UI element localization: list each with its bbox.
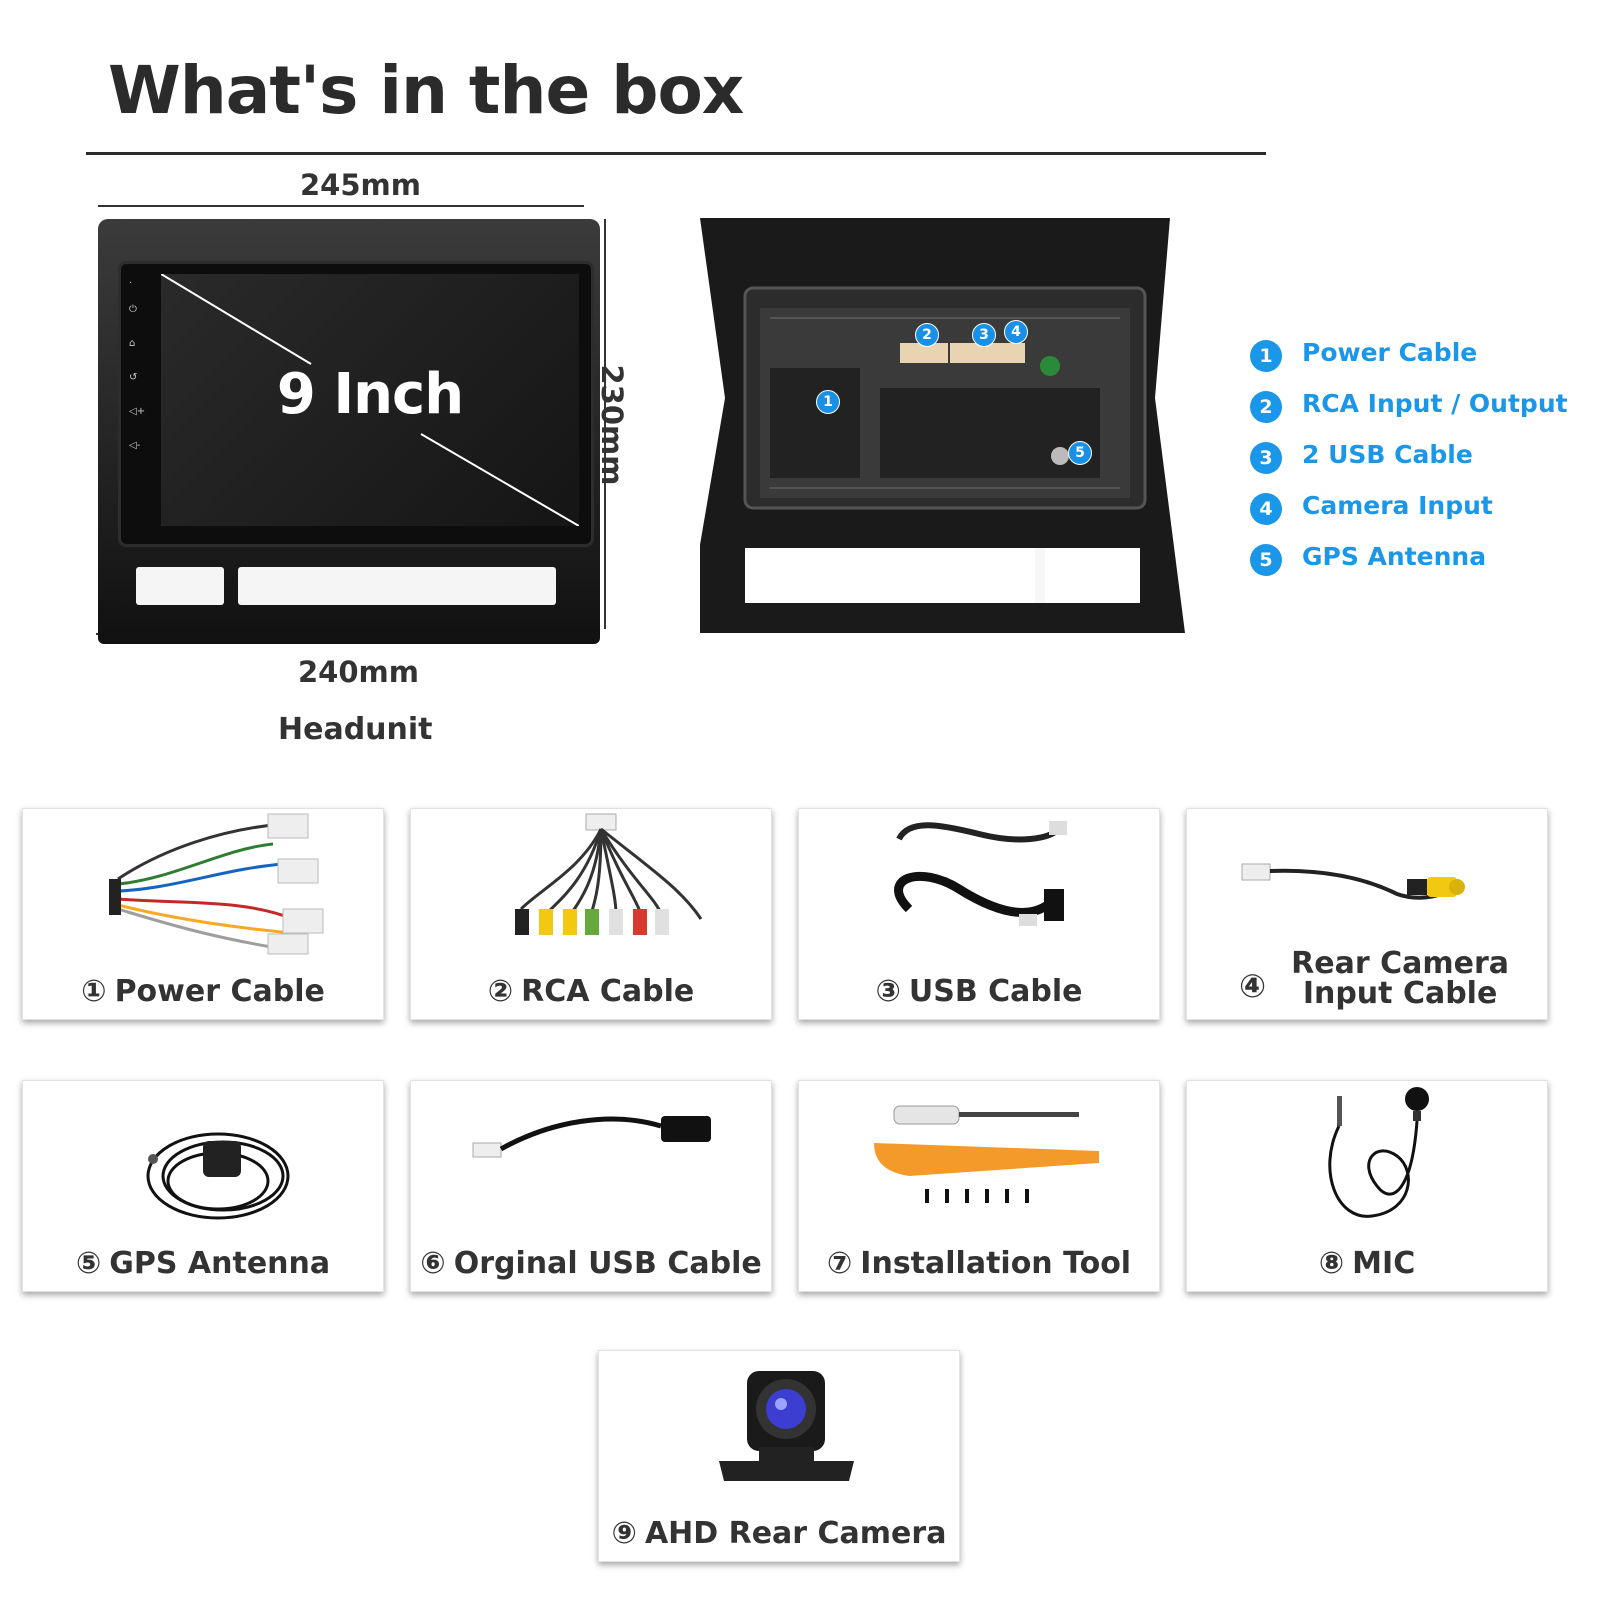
legend-item: 3 2 USB Cable: [1250, 436, 1590, 480]
item-label: AHD Rear Camera: [644, 1516, 947, 1551]
legend-number: 1: [1250, 340, 1282, 372]
item-label-line1: Rear Camera: [1291, 946, 1509, 981]
item-label: Orginal USB Cable: [453, 1246, 762, 1281]
original-usb-cable-image: [472, 1116, 711, 1158]
back-marker-4: 4: [1004, 320, 1028, 344]
volume-down-icon: ◁-: [129, 440, 141, 451]
legend-number: 5: [1250, 544, 1282, 576]
item-number: ④: [1239, 967, 1267, 1005]
item-number: ⑥: [420, 1246, 446, 1281]
headunit-front-image: · ⏻ ⌂ ↺ ◁+ ◁- 9 Inch: [98, 219, 600, 644]
back-marker-3: 3: [972, 323, 996, 347]
width-bottom-label: 240mm: [298, 655, 419, 689]
legend-number: 2: [1250, 391, 1282, 423]
home-icon: ⌂: [129, 338, 136, 349]
gps-antenna-image: [146, 1132, 290, 1220]
item-label: Rear Camera Input Cable: [1291, 949, 1509, 1009]
item-label: Installation Tool: [860, 1246, 1132, 1281]
item-number: ⑧: [1318, 1246, 1345, 1281]
item-number: ⑨: [611, 1516, 637, 1551]
item-label: Power Cable: [114, 974, 325, 1009]
item-card-rear-camera-input-cable: ④ Rear Camera Input Cable: [1186, 808, 1548, 1020]
item-number: ②: [487, 974, 514, 1009]
legend-item: 5 GPS Antenna: [1250, 538, 1590, 582]
item-number: ①: [81, 974, 107, 1009]
item-label: GPS Antenna: [109, 1246, 331, 1281]
legend-item: 1 Power Cable: [1250, 334, 1590, 378]
mic-image: [1328, 1087, 1429, 1218]
legend-number: 4: [1250, 493, 1282, 525]
item-label: MIC: [1352, 1246, 1416, 1281]
headunit-label: Headunit: [278, 712, 433, 747]
page-title: What's in the box: [108, 52, 744, 129]
legend-label: 2 USB Cable: [1302, 440, 1473, 469]
power-cable-image: [109, 813, 324, 955]
height-line: [604, 219, 606, 629]
item-label: RCA Cable: [521, 974, 695, 1009]
legend-item: 2 RCA Input / Output: [1250, 385, 1590, 429]
installation-tool-image: [874, 1105, 1099, 1203]
legend-number: 3: [1250, 442, 1282, 474]
item-label: USB Cable: [908, 974, 1083, 1009]
height-label: 230mm: [595, 364, 629, 486]
item-label-line2: Input Cable: [1302, 976, 1498, 1011]
legend-label: RCA Input / Output: [1302, 389, 1568, 418]
back-marker-5: 5: [1068, 441, 1092, 465]
item-number: ⑦: [826, 1246, 853, 1281]
item-number: ③: [875, 974, 901, 1009]
legend-label: Power Cable: [1302, 338, 1478, 367]
legend-item: 4 Camera Input: [1250, 487, 1590, 531]
screen-size-label: 9 Inch: [276, 362, 464, 427]
mic-icon: ·: [129, 278, 133, 289]
headunit-back-image: 2 3 4 1 5: [685, 218, 1200, 648]
back-marker-1: 1: [816, 390, 840, 414]
width-top-line: [98, 205, 584, 207]
camera-input-cable-image: [1241, 863, 1465, 900]
width-top-label: 245mm: [300, 168, 421, 202]
legend-label: GPS Antenna: [1302, 542, 1487, 571]
title-divider: [86, 152, 1266, 155]
back-marker-2: 2: [915, 323, 939, 347]
rca-cable-image: [515, 813, 703, 935]
back-icon: ↺: [129, 372, 138, 383]
rear-camera-image: [719, 1371, 854, 1481]
legend-label: Camera Input: [1302, 491, 1493, 520]
item-number: ⑤: [75, 1246, 102, 1281]
volume-up-icon: ◁+: [129, 406, 146, 417]
power-icon: ⏻: [129, 304, 137, 315]
usb-cable-image: [894, 821, 1067, 926]
